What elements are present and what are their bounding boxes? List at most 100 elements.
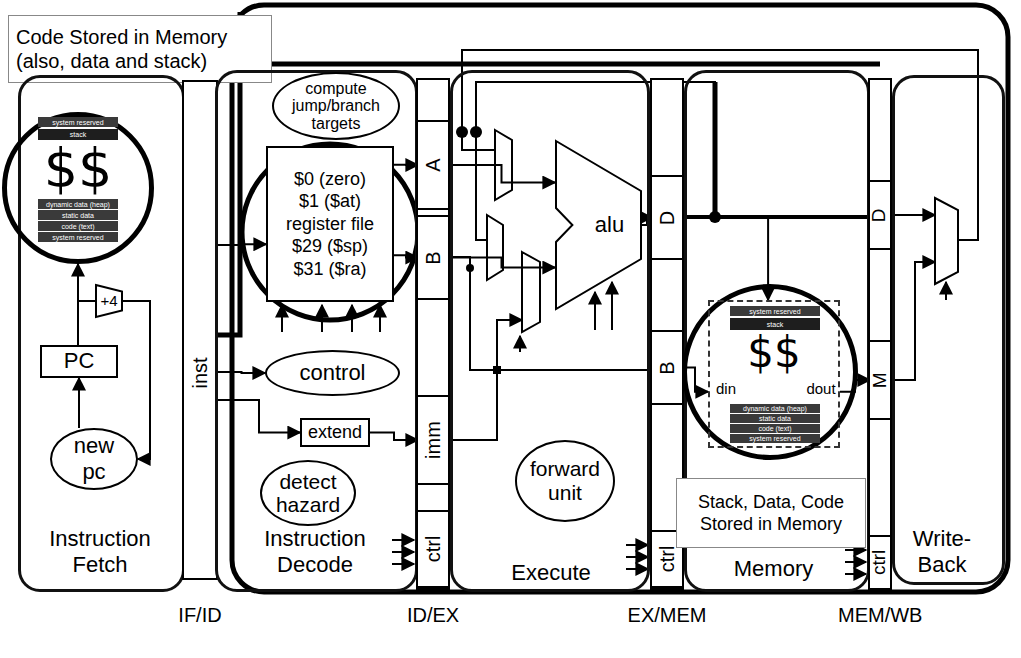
label-holder: stack <box>38 129 118 140</box>
regfile-arrow <box>379 305 381 332</box>
top-bus <box>240 62 880 67</box>
register-cache-ring <box>242 144 418 320</box>
regfile-arrow <box>281 305 283 332</box>
memory-segment: system reserved <box>38 232 118 242</box>
node-label: ctrl <box>655 546 679 573</box>
unit-ellipse: detect hazard <box>260 460 356 526</box>
alu-symbol-shape <box>556 141 641 309</box>
node-label: new pc <box>63 433 125 486</box>
ctrl-arrow <box>626 556 648 558</box>
label-holder: code (text) <box>730 424 820 433</box>
label-holder: system reserved <box>730 434 820 443</box>
adder-symbol: +4 <box>95 284 123 318</box>
mux <box>487 215 503 280</box>
node-label: +4 <box>100 292 117 310</box>
label-holder: system reserved <box>38 232 118 242</box>
label-holder: PC <box>42 347 116 376</box>
node-label: ctrl <box>421 536 445 563</box>
label-holder: static data <box>38 210 118 220</box>
signal-wire <box>448 258 555 268</box>
pipeline-register: MEM/WBDMctrl <box>868 78 892 590</box>
pipeline-register: instIF/ID <box>182 80 218 580</box>
node-label: system reserved <box>749 435 800 442</box>
register-field: imm <box>418 395 448 485</box>
mux-wire <box>497 320 522 370</box>
wb-wire <box>892 262 935 380</box>
node-label: A <box>421 158 445 171</box>
ctrl-arrow <box>626 544 648 546</box>
stage-panel: Write-Back <box>892 75 1005 585</box>
memory-segment: stack <box>730 318 820 330</box>
ctrl-arrow <box>392 540 414 564</box>
junction-dot <box>466 264 474 272</box>
label-holder: B <box>418 217 448 298</box>
signal-wire <box>394 164 418 166</box>
memory-segment: dynamic data (heap) <box>730 404 820 413</box>
node-label: code (text) <box>758 425 791 432</box>
signal-wire <box>78 301 95 345</box>
mux <box>522 252 540 332</box>
label-holder: A <box>418 122 448 208</box>
label-holder: B <box>652 332 682 403</box>
memory-segment: code (text) <box>730 424 820 433</box>
alu-op-arrow <box>594 292 596 330</box>
node-label: control <box>299 360 365 386</box>
label-holder: Stack, Data, Code Stored in Memory <box>677 479 865 547</box>
memory-segment: static data <box>730 414 820 423</box>
node-label: $$ <box>708 330 840 376</box>
signal-wire <box>123 301 150 459</box>
register-field: D <box>652 175 682 260</box>
node-label: $1 ($at) <box>299 190 361 213</box>
node-label: Execute <box>496 560 606 586</box>
signal-wire <box>394 255 418 257</box>
memory-segment: system reserved <box>38 117 118 127</box>
register-field: M <box>870 340 890 420</box>
memory-segment: stack <box>38 129 118 140</box>
node-label: extend <box>308 422 362 444</box>
memory-segment: static data <box>38 210 118 220</box>
process-box: PC <box>40 345 118 378</box>
stage-panel: Instruction Decodecompute jump/branch ta… <box>215 70 418 592</box>
select-arrow <box>519 336 521 352</box>
node-label: static data <box>62 212 94 219</box>
signal-wire <box>448 165 555 183</box>
label-holder: dynamic data (heap) <box>730 404 820 413</box>
junction-square <box>493 366 501 374</box>
node-label: IF/ID <box>160 603 240 627</box>
label-holder: control <box>267 352 398 394</box>
stage-panel: Memory$$dindoutsystem reservedstackdynam… <box>684 70 870 592</box>
node-label: $$ <box>2 140 154 198</box>
unit-ellipse: forward unit <box>515 440 615 522</box>
node-label: forward unit <box>525 457 605 505</box>
label-holder: stack <box>730 318 820 330</box>
node-label: code (text) <box>61 223 94 230</box>
cache-circle: $$system reservedstackdynamic data (heap… <box>2 112 154 264</box>
label-holder: system reserved <box>38 117 118 127</box>
regfile-arrow <box>351 305 353 332</box>
node-label: imm <box>421 421 445 459</box>
signal-wire <box>218 243 266 246</box>
node-label: register file <box>286 213 374 236</box>
process-box: extend <box>300 418 370 447</box>
node-label: MEM/WB <box>838 603 922 627</box>
wb-wire <box>892 214 935 216</box>
select-arrow <box>945 282 947 300</box>
label-holder: alu <box>555 140 642 310</box>
node-label: M <box>869 372 892 388</box>
memory-block: dindoutsystem reservedstackdynamic data … <box>708 300 840 448</box>
label-holder: new pc <box>52 430 136 488</box>
node-label: $29 ($sp) <box>292 235 368 258</box>
signal-wire <box>77 264 79 345</box>
label-holder: ctrl <box>418 512 448 586</box>
node-label: dynamic data (heap) <box>743 405 807 412</box>
label-holder: +4 <box>95 284 123 318</box>
ctrl-arrow <box>845 561 866 563</box>
writeback-feedback <box>462 50 978 240</box>
node-label: Code Stored in Memory (also, data and st… <box>16 25 264 73</box>
node-label: detect hazard <box>271 470 345 516</box>
label-holder: forward unit <box>517 442 613 520</box>
node-label: system reserved <box>749 308 800 315</box>
node-label: Stack, Data, Code Stored in Memory <box>685 491 857 536</box>
forward-wire <box>713 82 718 217</box>
wb-mux <box>935 198 958 284</box>
